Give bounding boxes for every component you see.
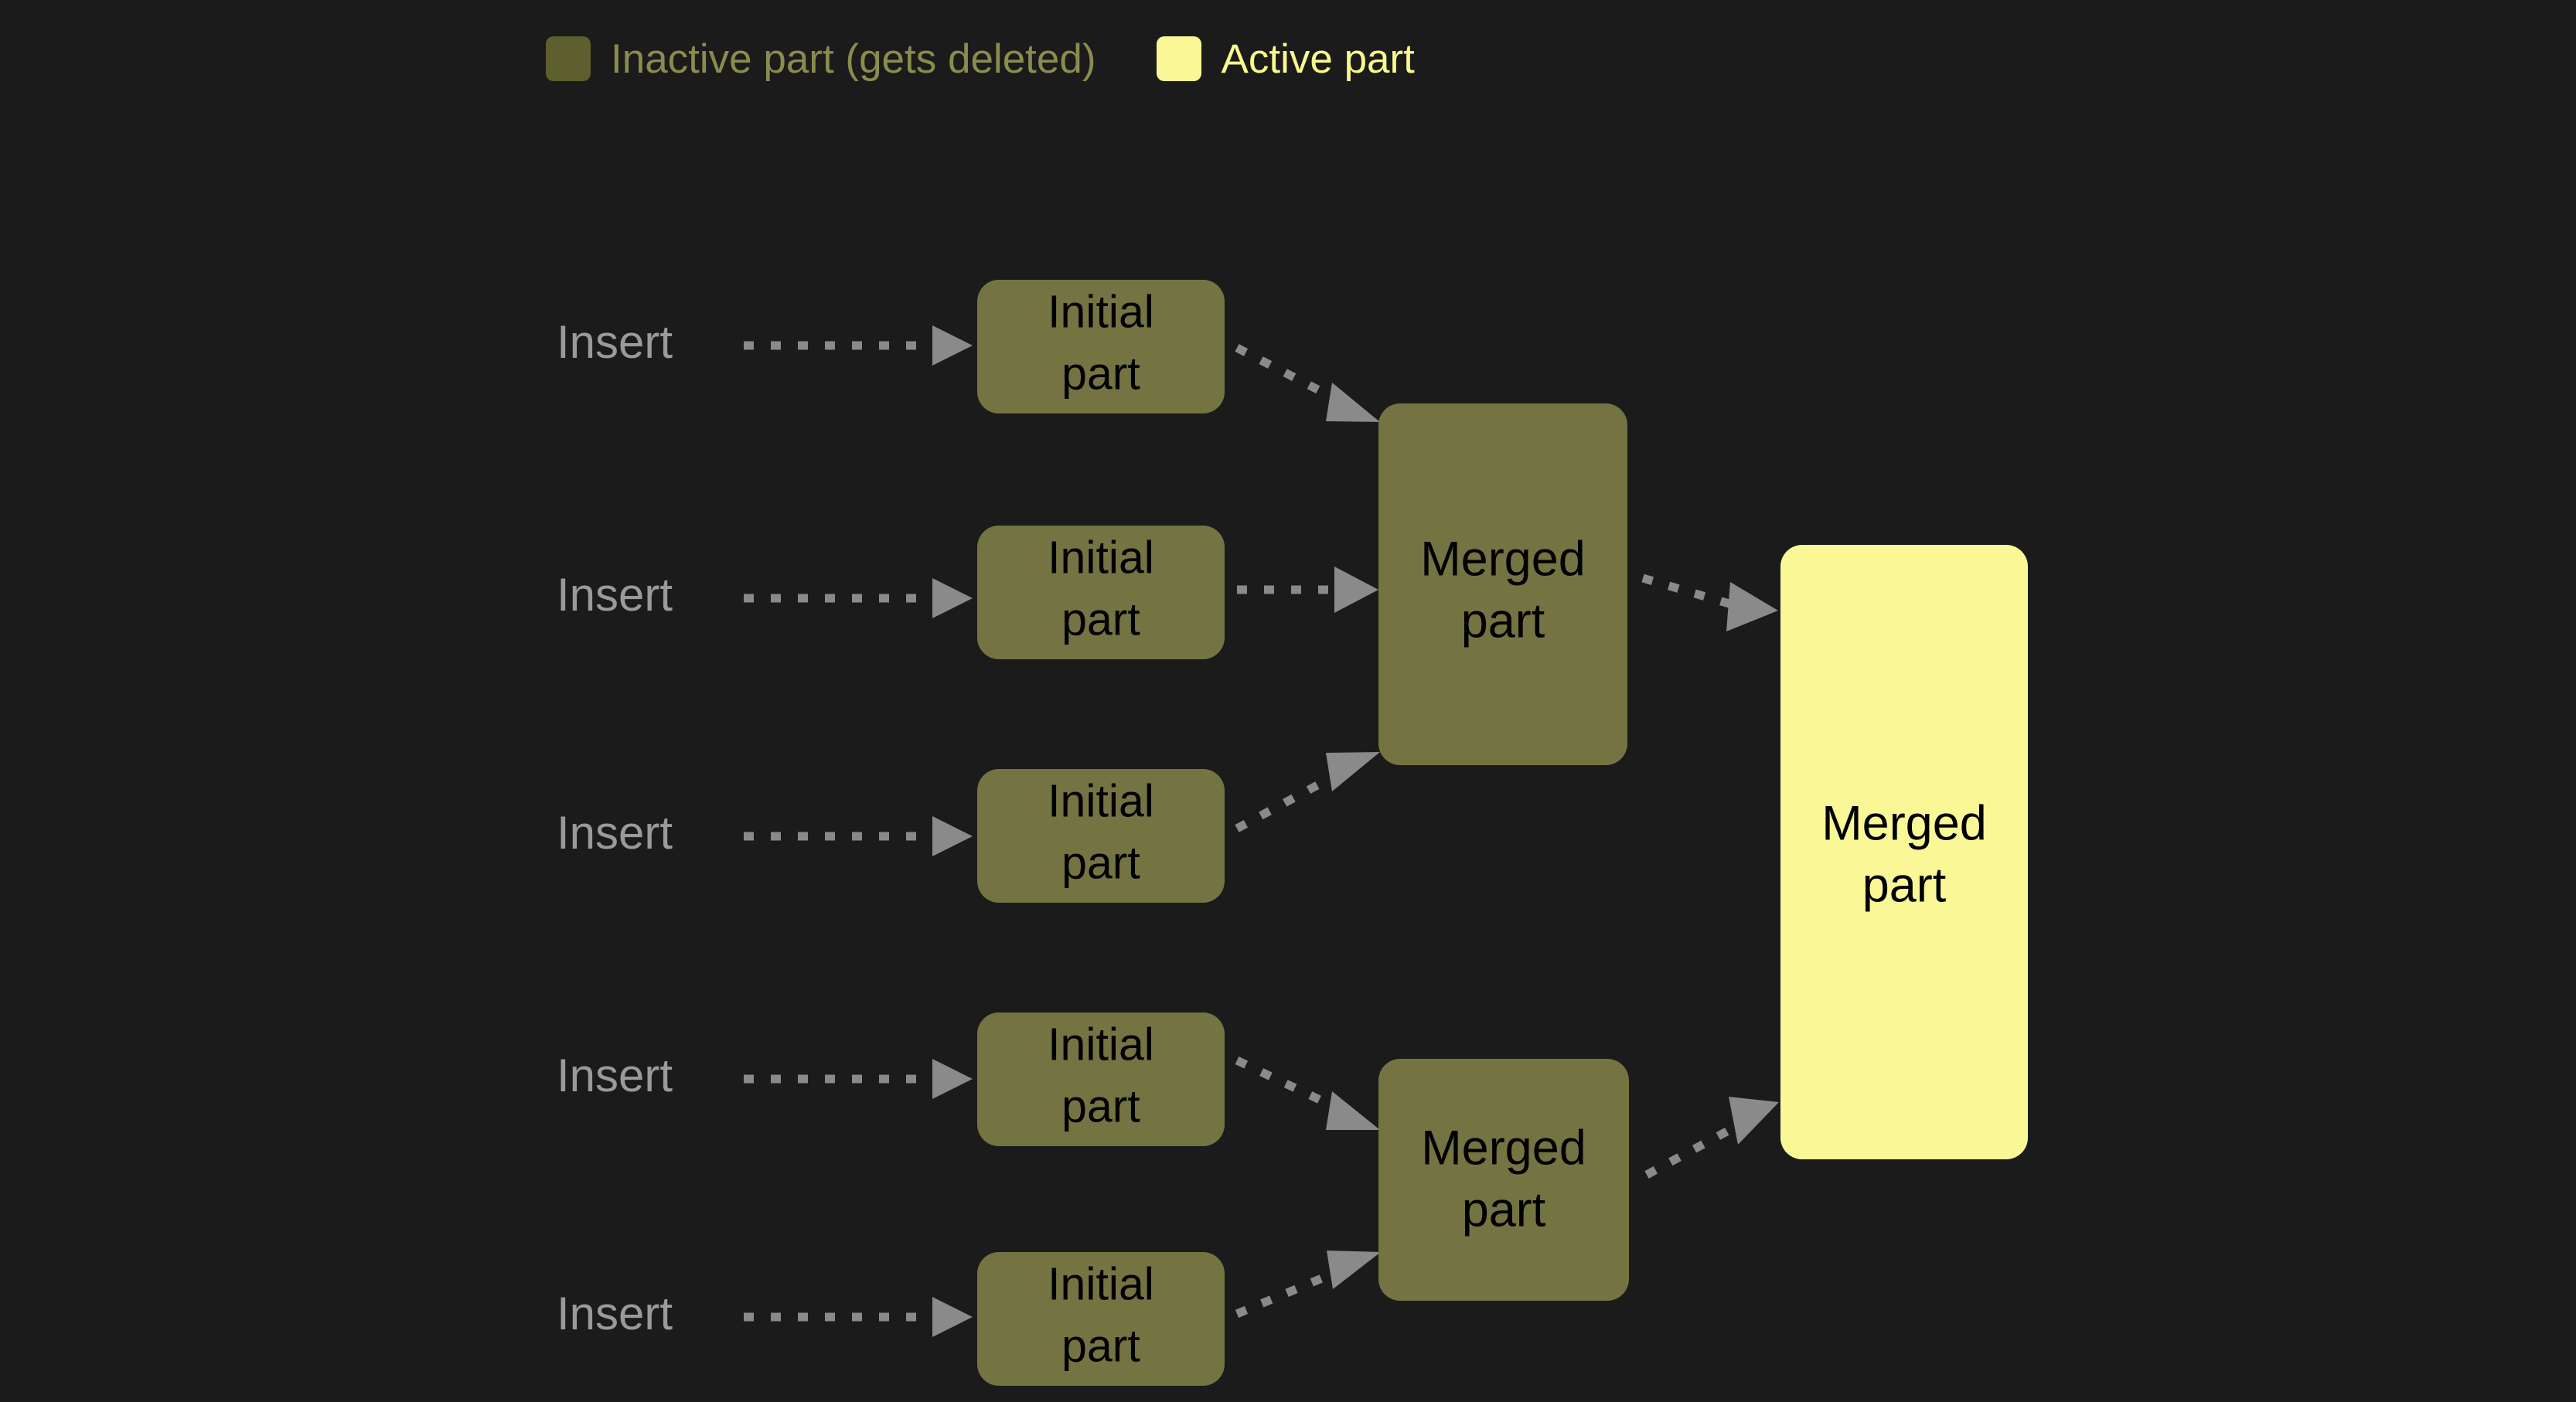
- node-initial-3-line1: Initial: [1048, 776, 1154, 827]
- node-initial-4[interactable]: Initial part: [977, 1012, 1225, 1146]
- legend-swatch-inactive-icon: [546, 36, 591, 81]
- edge-5-merged-bottom: [1235, 1251, 1381, 1319]
- node-merged-top-line2: part: [1461, 594, 1545, 648]
- node-initial-1[interactable]: Initial part: [977, 280, 1225, 413]
- edge-insert-3: [744, 816, 973, 856]
- node-initial-2[interactable]: Initial part: [977, 526, 1225, 659]
- node-initial-3-line2: part: [1061, 838, 1140, 889]
- insert-label-5: Insert: [557, 1288, 673, 1339]
- legend-entry-inactive: Inactive part (gets deleted): [546, 36, 1096, 81]
- node-merged-final-line2: part: [1862, 859, 1947, 913]
- legend-label-active: Active part: [1221, 36, 1415, 82]
- legend-label-inactive: Inactive part (gets deleted): [611, 36, 1096, 82]
- node-merged-final-line1: Merged: [1821, 797, 1987, 851]
- node-initial-5-line2: part: [1061, 1321, 1140, 1372]
- insert-label-3: Insert: [557, 807, 673, 859]
- legend: Inactive part (gets deleted) Active part: [546, 28, 1415, 90]
- edge-1-merged-top: [1235, 344, 1380, 422]
- node-initial-1-line2: part: [1061, 349, 1140, 400]
- legend-swatch-active-icon: [1156, 36, 1201, 81]
- node-initial-2-line2: part: [1061, 594, 1140, 645]
- node-merged-bottom-line2: part: [1462, 1183, 1546, 1237]
- edge-insert-4: [744, 1059, 973, 1099]
- legend-entry-active: Active part: [1156, 36, 1415, 82]
- edge-insert-1: [744, 325, 973, 366]
- edge-3-merged-top: [1235, 752, 1380, 832]
- node-initial-2-line1: Initial: [1048, 533, 1154, 584]
- node-initial-4-line2: part: [1061, 1081, 1140, 1132]
- node-merged-top[interactable]: Merged part: [1378, 403, 1627, 765]
- node-initial-1-line1: Initial: [1048, 287, 1154, 338]
- edge-4-merged-bottom: [1235, 1057, 1380, 1130]
- node-initial-3[interactable]: Initial part: [977, 769, 1225, 903]
- node-merged-bottom-line1: Merged: [1421, 1121, 1586, 1176]
- insert-label-4: Insert: [557, 1050, 673, 1101]
- node-initial-4-line1: Initial: [1048, 1019, 1154, 1070]
- insert-label-1: Insert: [557, 316, 673, 368]
- node-initial-5[interactable]: Initial part: [977, 1252, 1225, 1386]
- node-merged-final[interactable]: Merged part: [1780, 545, 2028, 1159]
- node-merged-top-line1: Merged: [1420, 533, 1586, 587]
- node-merged-bottom[interactable]: Merged part: [1378, 1059, 1629, 1301]
- edge-2-merged-top: [1237, 567, 1378, 613]
- edge-merged-top-final: [1641, 573, 1778, 631]
- edge-insert-2: [744, 578, 973, 618]
- insert-label-2: Insert: [557, 569, 673, 621]
- edge-insert-5: [744, 1297, 973, 1337]
- node-initial-5-line1: Initial: [1048, 1259, 1154, 1310]
- edge-merged-bottom-final: [1644, 1097, 1779, 1179]
